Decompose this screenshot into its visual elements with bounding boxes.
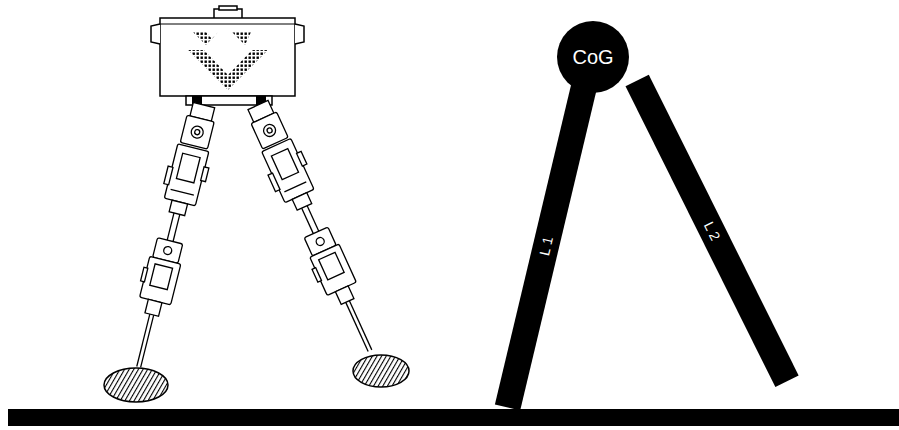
robot-leg — [119, 100, 223, 372]
robot-foot — [104, 368, 168, 402]
robot-body — [151, 6, 304, 105]
leg-bar: L 2 — [625, 74, 798, 387]
node-label: L 2 — [702, 219, 723, 242]
robot-leg — [240, 97, 388, 359]
node-label: CoG — [572, 47, 613, 67]
cog-circle: CoG — [557, 21, 629, 93]
robot-foot — [353, 355, 409, 387]
node-label: L 1 — [537, 235, 555, 257]
leg-bar: L 1 — [495, 81, 597, 410]
ground-bar — [8, 409, 899, 426]
